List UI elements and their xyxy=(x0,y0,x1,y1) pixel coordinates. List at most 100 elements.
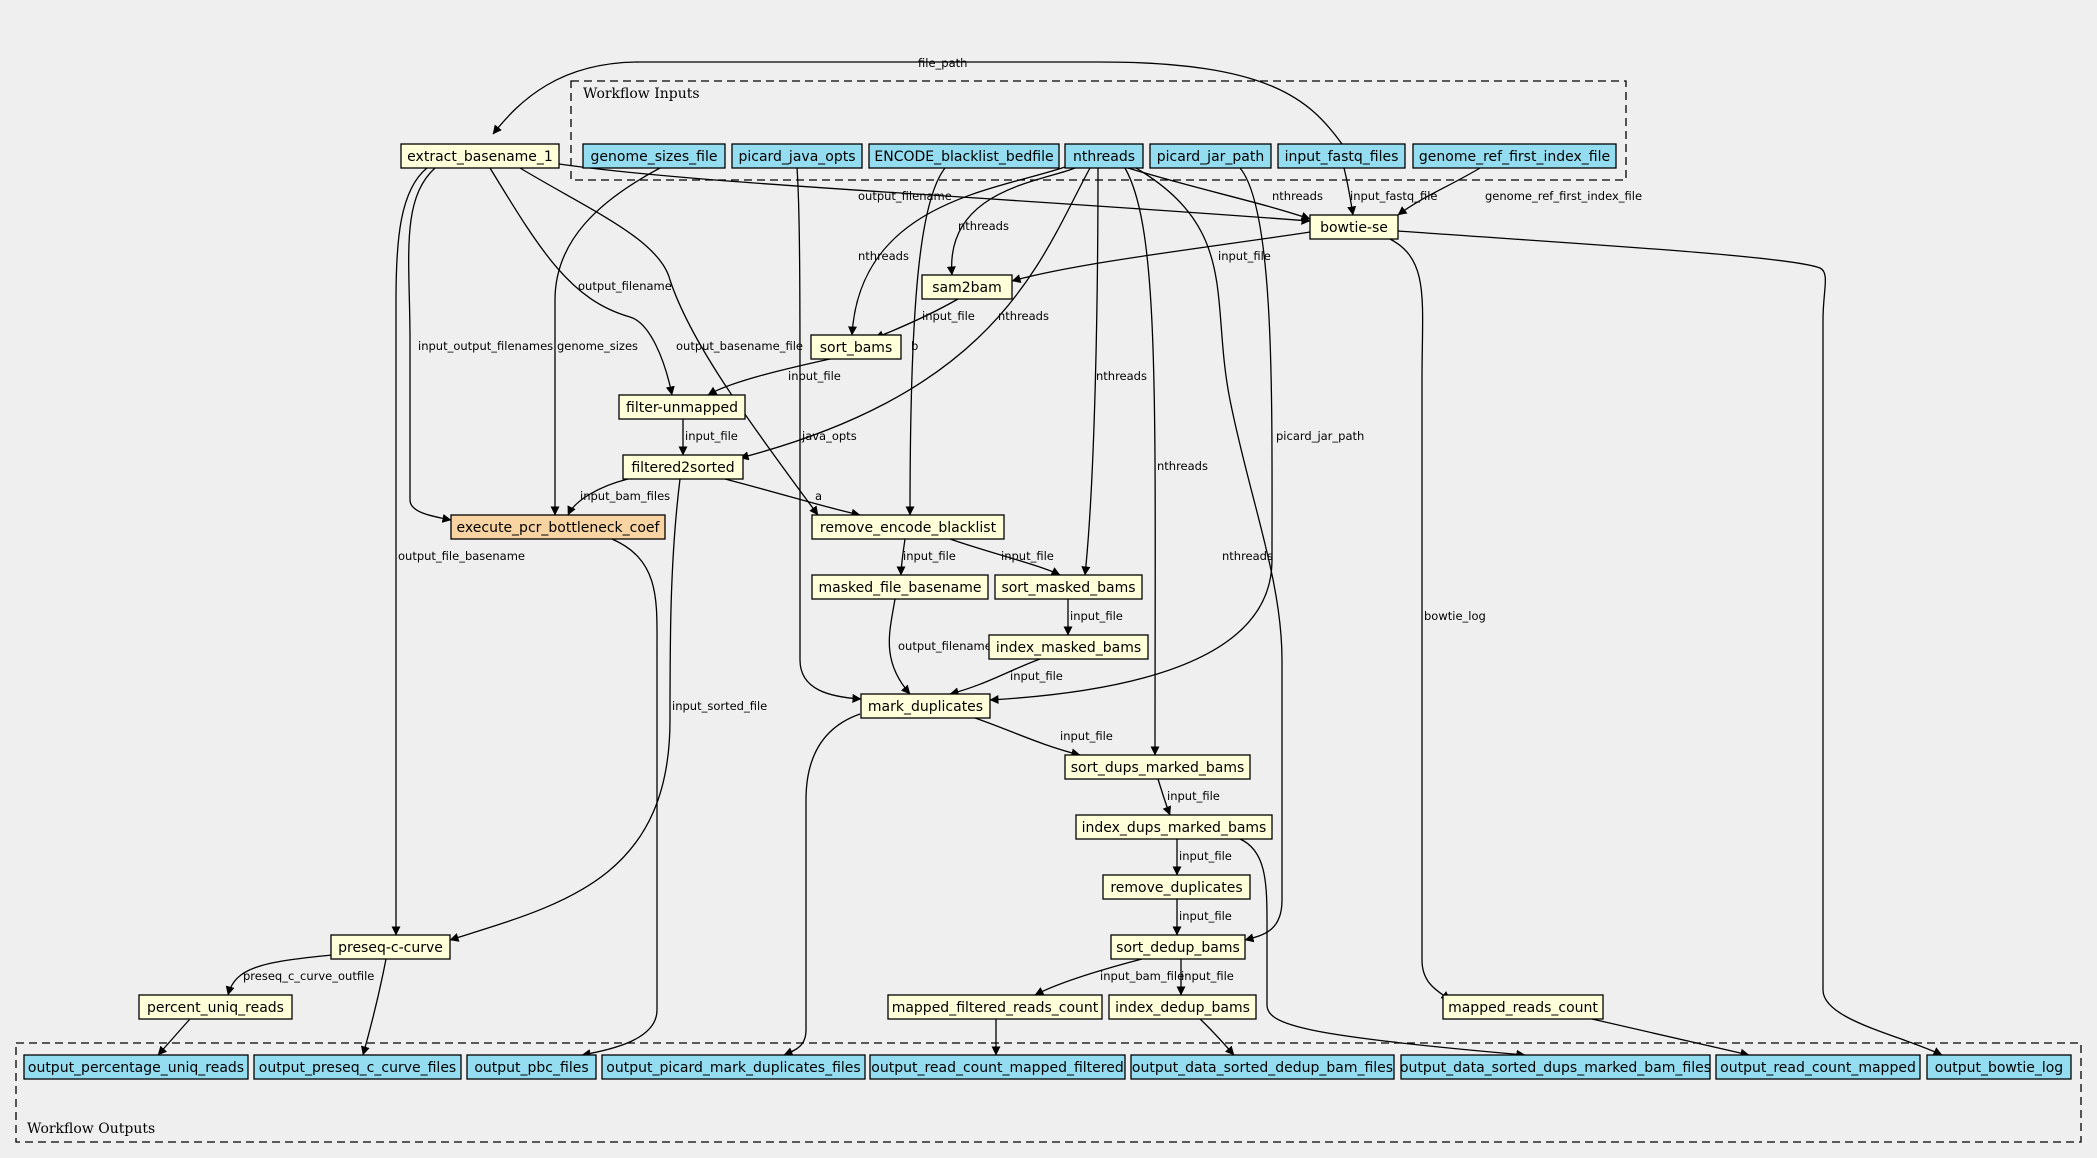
node-mapped_filtered_reads_count[interactable]: mapped_filtered_reads_count xyxy=(887,994,1103,1020)
output-node-box[interactable] xyxy=(23,1054,249,1080)
step-node-box[interactable] xyxy=(1075,814,1273,840)
edge-line xyxy=(1034,958,1143,996)
step-node-box[interactable] xyxy=(921,274,1013,300)
edge-label: file_path xyxy=(918,56,967,70)
node-extract_basename_1[interactable]: extract_basename_1 xyxy=(400,143,560,169)
edge-label: input_fastq_file xyxy=(1350,189,1438,203)
input-node-box[interactable] xyxy=(1149,143,1272,169)
input-node-box[interactable] xyxy=(1277,143,1406,169)
node-filter-unmapped[interactable]: filter-unmapped xyxy=(618,394,746,420)
node-output_picard_mark_duplicates_files[interactable]: output_picard_mark_duplicates_files xyxy=(601,1054,866,1080)
edge-label: input_bam_file xyxy=(1100,969,1184,983)
step-node-box[interactable] xyxy=(330,934,451,960)
step-node-box[interactable] xyxy=(1309,214,1399,240)
node-label: sam2bam xyxy=(932,280,1002,296)
step-node-box[interactable] xyxy=(1442,994,1604,1020)
step-node-box[interactable] xyxy=(860,693,991,719)
input-node-box[interactable] xyxy=(731,143,863,169)
node-input_fastq_files[interactable]: input_fastq_files xyxy=(1277,143,1406,169)
step-node-box[interactable] xyxy=(1102,874,1251,900)
edge-line xyxy=(949,658,1041,697)
input-node-box[interactable] xyxy=(868,143,1060,169)
step-node-box[interactable] xyxy=(810,334,902,360)
node-preseq-c-curve[interactable]: preseq-c-curve xyxy=(330,934,451,960)
output-node-box[interactable] xyxy=(1400,1054,1711,1080)
node-sort_dups_marked_bams[interactable]: sort_dups_marked_bams xyxy=(1064,754,1251,780)
edge-line xyxy=(1199,1018,1235,1056)
step-node-box[interactable] xyxy=(811,514,1005,540)
node-percent_uniq_reads[interactable]: percent_uniq_reads xyxy=(138,994,293,1020)
edge-label: input_file xyxy=(1179,849,1232,863)
node-index_masked_bams[interactable]: index_masked_bams xyxy=(988,634,1149,660)
node-remove_encode_blacklist[interactable]: remove_encode_blacklist xyxy=(811,514,1005,540)
node-output_percentage_uniq_reads[interactable]: output_percentage_uniq_reads xyxy=(23,1054,249,1080)
edge-label: input_file xyxy=(1001,549,1054,563)
node-remove_duplicates[interactable]: remove_duplicates xyxy=(1102,874,1251,900)
step-node-box[interactable] xyxy=(1110,934,1246,960)
edge-nthreads-to-sam2bam: nthreads xyxy=(946,167,1076,276)
input-node-box[interactable] xyxy=(1412,143,1617,169)
node-ENCODE_blacklist_bedfile[interactable]: ENCODE_blacklist_bedfile xyxy=(868,143,1060,169)
edge-nthreads-to-bowtie-se: nthreads xyxy=(1127,167,1323,221)
edge-line xyxy=(946,167,1076,276)
node-output_data_sorted_dups_marked_bam_files[interactable]: output_data_sorted_dups_marked_bam_files xyxy=(1400,1054,1711,1080)
edge-line xyxy=(492,61,1343,145)
output-node-box[interactable] xyxy=(1130,1054,1395,1080)
node-sam2bam[interactable]: sam2bam xyxy=(921,274,1013,300)
step-node-box[interactable] xyxy=(138,994,293,1020)
node-output_bowtie_log[interactable]: output_bowtie_log xyxy=(1926,1054,2072,1080)
workflow-outputs-cluster xyxy=(15,1042,2082,1143)
edge-line xyxy=(1591,1018,1750,1058)
edge-label: nthreads xyxy=(1222,549,1273,563)
step-node-box[interactable] xyxy=(618,394,746,420)
node-genome_sizes_file[interactable]: genome_sizes_file xyxy=(582,143,726,169)
step-node-box[interactable] xyxy=(887,994,1103,1020)
node-label: output_percentage_uniq_reads xyxy=(28,1060,244,1076)
output-node-box[interactable] xyxy=(253,1054,462,1080)
node-sort_dedup_bams[interactable]: sort_dedup_bams xyxy=(1110,934,1246,960)
edge-label: bowtie_log xyxy=(1424,609,1486,623)
node-masked_file_basename[interactable]: masked_file_basename xyxy=(811,574,989,600)
node-mapped_reads_count[interactable]: mapped_reads_count xyxy=(1442,994,1604,1020)
edge-extract_basename_1-to-preseq-c-curve: output_file_basename xyxy=(391,167,525,936)
output-node-box[interactable] xyxy=(466,1054,597,1080)
node-picard_jar_path[interactable]: picard_jar_path xyxy=(1149,143,1272,169)
output-node-box[interactable] xyxy=(869,1054,1126,1080)
node-label: output_bowtie_log xyxy=(1935,1060,2063,1076)
edge-sort_dedup_bams-to-mapped_filtered_reads_count: input_bam_file xyxy=(1034,958,1184,996)
node-execute_pcr_bottleneck_coef[interactable]: execute_pcr_bottleneck_coef xyxy=(450,514,666,540)
special-node-box[interactable] xyxy=(450,514,666,540)
node-nthreads[interactable]: nthreads xyxy=(1064,143,1144,169)
edge-label: nthreads xyxy=(1272,189,1323,203)
step-node-box[interactable] xyxy=(1108,994,1257,1020)
step-node-box[interactable] xyxy=(988,634,1149,660)
node-output_read_count_mapped[interactable]: output_read_count_mapped xyxy=(1715,1054,1921,1080)
input-node-box[interactable] xyxy=(582,143,726,169)
node-sort_masked_bams[interactable]: sort_masked_bams xyxy=(994,574,1143,600)
step-node-box[interactable] xyxy=(994,574,1143,600)
node-genome_ref_first_index_file[interactable]: genome_ref_first_index_file xyxy=(1412,143,1617,169)
node-index_dups_marked_bams[interactable]: index_dups_marked_bams xyxy=(1075,814,1273,840)
edge-nthreads-to-sort_bams: nthreads xyxy=(848,165,1069,336)
output-node-box[interactable] xyxy=(601,1054,866,1080)
node-label: picard_java_opts xyxy=(738,149,855,165)
node-output_preseq_c_curve_files[interactable]: output_preseq_c_curve_files xyxy=(253,1054,462,1080)
output-node-box[interactable] xyxy=(1715,1054,1921,1080)
step-node-box[interactable] xyxy=(622,454,744,480)
node-sort_bams[interactable]: sort_bams xyxy=(810,334,902,360)
step-node-box[interactable] xyxy=(811,574,989,600)
input-node-box[interactable] xyxy=(1064,143,1144,169)
edge-label: input_bam_files xyxy=(580,489,670,503)
node-output_data_sorted_dedup_bam_files[interactable]: output_data_sorted_dedup_bam_files xyxy=(1130,1054,1395,1080)
node-filtered2sorted[interactable]: filtered2sorted xyxy=(622,454,744,480)
edge-remove_duplicates-to-sort_dedup_bams: input_file xyxy=(1172,899,1232,936)
node-index_dedup_bams[interactable]: index_dedup_bams xyxy=(1108,994,1257,1020)
node-bowtie-se[interactable]: bowtie-se xyxy=(1309,214,1399,240)
node-output_read_count_mapped_filtered[interactable]: output_read_count_mapped_filtered xyxy=(869,1054,1126,1080)
step-node-box[interactable] xyxy=(400,143,560,169)
node-output_pbc_files[interactable]: output_pbc_files xyxy=(466,1054,597,1080)
node-mark_duplicates[interactable]: mark_duplicates xyxy=(860,693,991,719)
step-node-box[interactable] xyxy=(1064,754,1251,780)
node-picard_java_opts[interactable]: picard_java_opts xyxy=(731,143,863,169)
output-node-box[interactable] xyxy=(1926,1054,2072,1080)
